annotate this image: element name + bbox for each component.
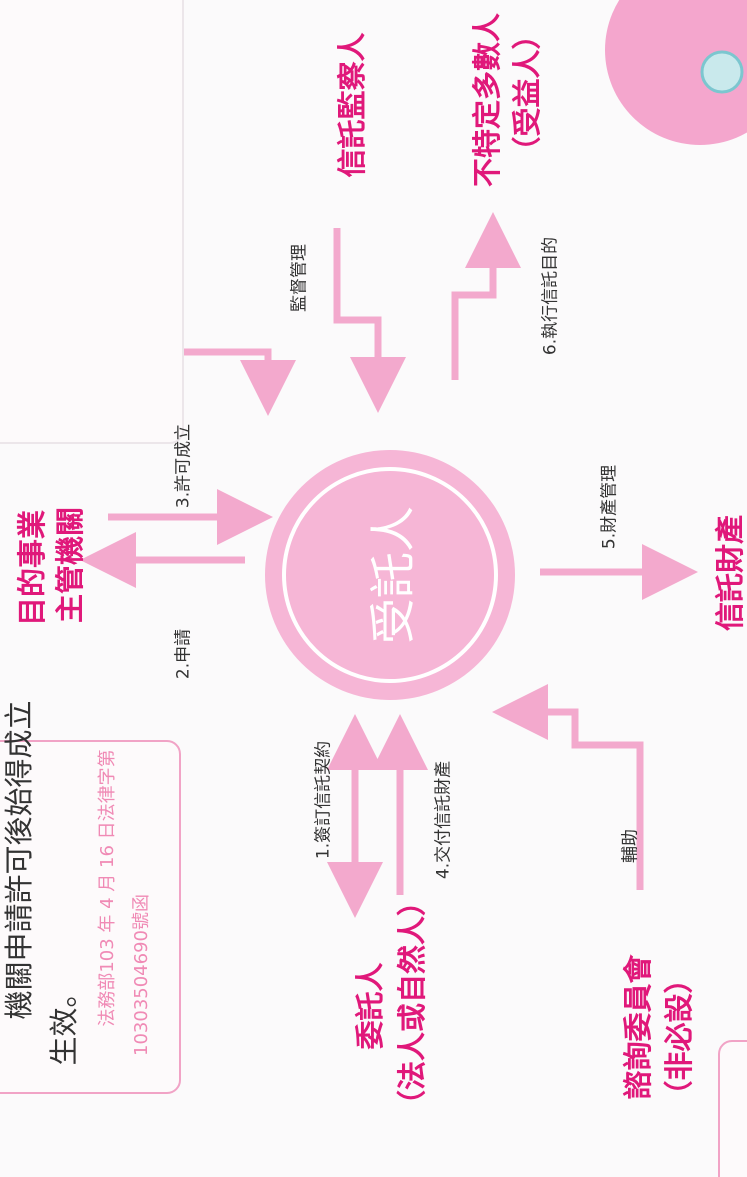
intro-note-line2: 10303504690號函 [131, 894, 152, 1056]
beneficiary-line1: 不特定多數人 [470, 12, 504, 188]
center-circle [265, 450, 515, 700]
label-manage: 5.財產管理 [599, 464, 620, 550]
intro-line2: 生效。 [47, 978, 81, 1066]
decorative-circle [605, 0, 747, 145]
settlor-line1: 委託人 [353, 962, 387, 1050]
committee-box [718, 1040, 747, 1177]
agency-line1: 目的事業 [15, 509, 49, 627]
label-execute: 6.執行信託目的 [540, 236, 561, 356]
intro-line1: 機關申請許可後始得成立 [2, 700, 36, 1020]
label-supervise: 監督管理 [289, 244, 310, 312]
supervisor-label: 信託監察人 [335, 32, 369, 178]
settlor-line2: （法人或自然人） [395, 886, 429, 1120]
committee-line1: 諮詢委員會 [621, 954, 655, 1100]
arrow-assist [492, 684, 644, 890]
center-label: 受託人 [366, 506, 420, 644]
arrow-supervise [333, 228, 406, 413]
intro-note-line1: 法務部103 年 4 月 16 日法律字第 [97, 749, 118, 1027]
label-sign: 1.簽訂信託契約 [313, 740, 334, 860]
arrow-execute [451, 212, 521, 380]
property-label: 信託財產 [713, 514, 747, 632]
agency-line2: 主管機關 [53, 506, 87, 624]
label-approve: 3.許可成立 [173, 423, 194, 509]
label-assist: 輔助 [620, 829, 641, 863]
label-apply: 2.申請 [173, 628, 194, 680]
committee-line2: （非必設） [662, 964, 696, 1110]
intro-box [0, 740, 181, 1094]
top-left-box [0, 0, 184, 444]
label-deliver: 4.交付信託財產 [433, 760, 454, 880]
beneficiary-line2: （受益人） [510, 20, 544, 166]
